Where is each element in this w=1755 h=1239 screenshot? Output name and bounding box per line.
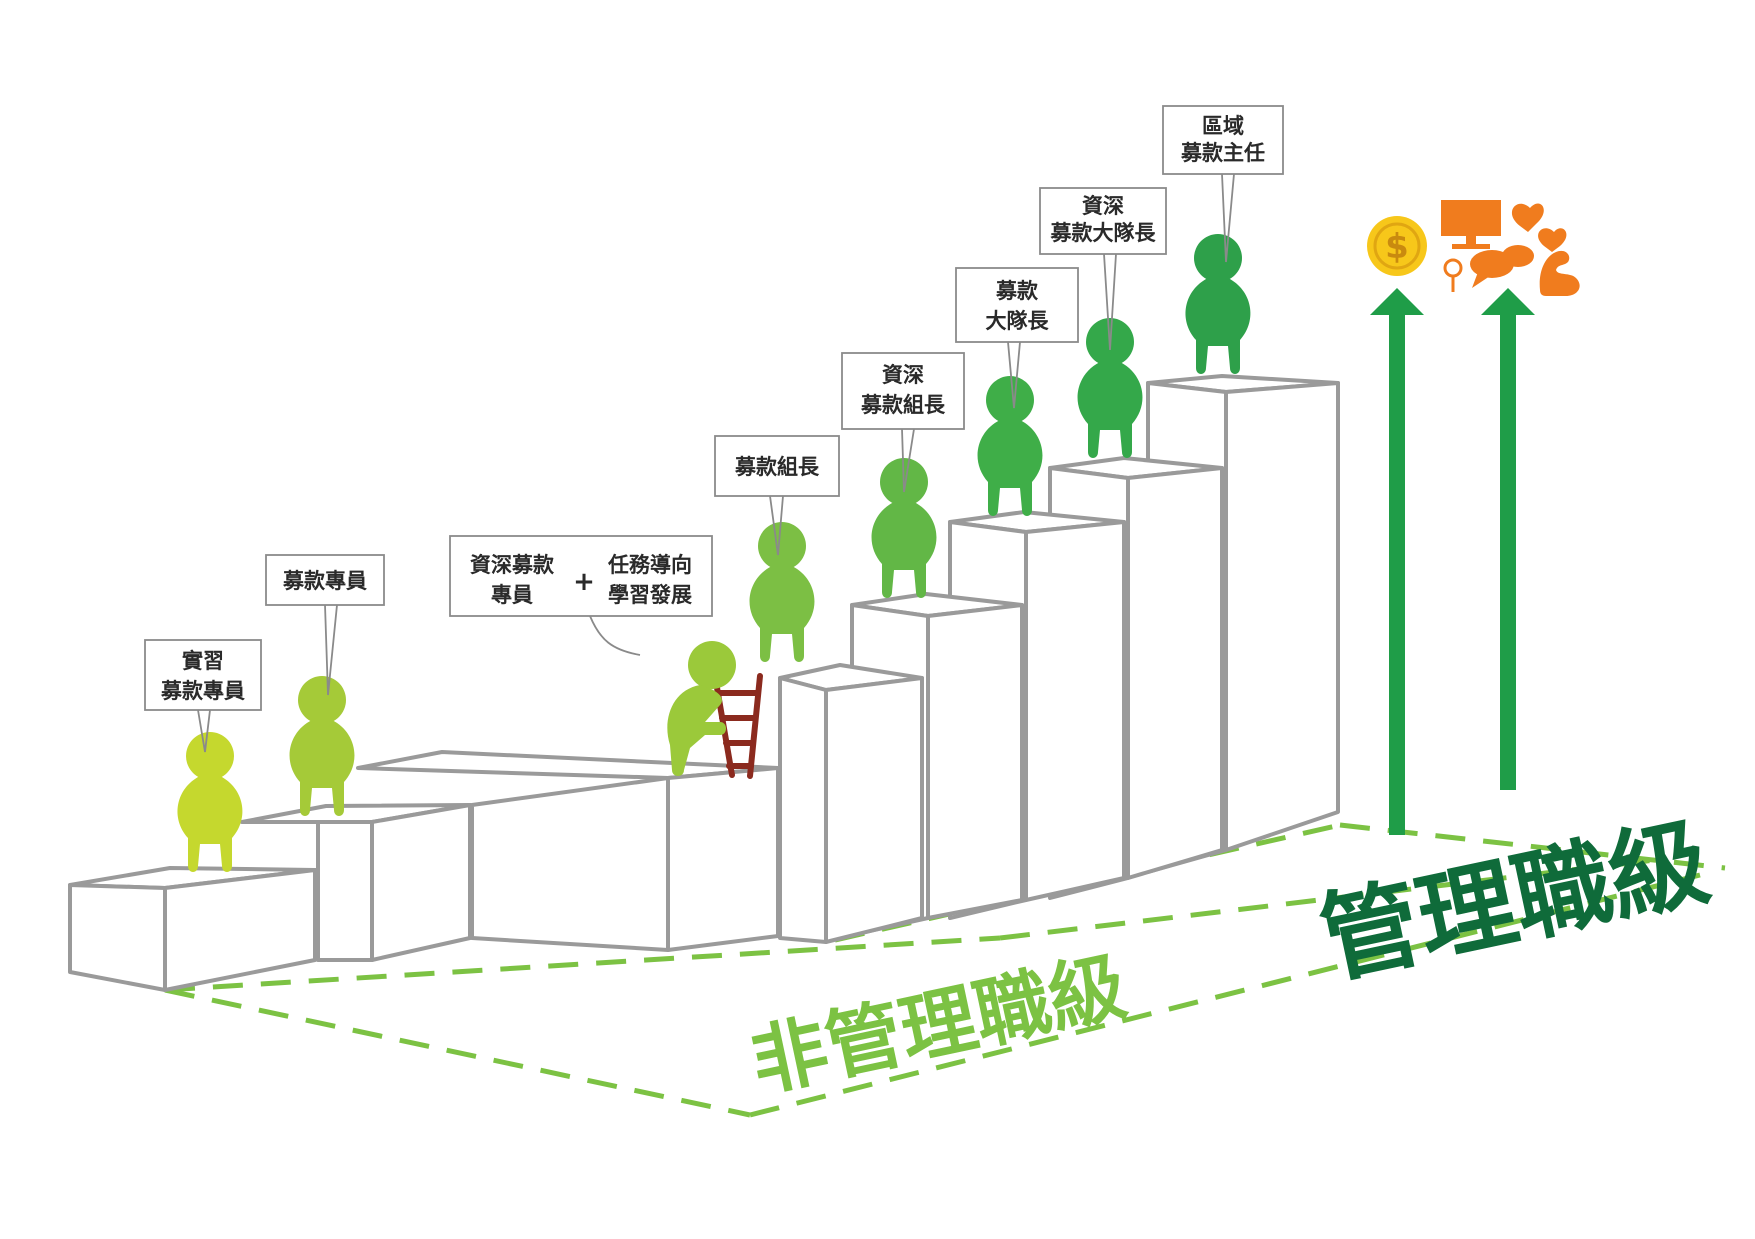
bubble-line: 募款專員 bbox=[160, 679, 245, 703]
bubble-line: 募款專員 bbox=[282, 569, 367, 593]
bubble-team-leader: 募款組長 bbox=[714, 435, 840, 556]
hearts-icon bbox=[1511, 203, 1567, 252]
bubble-line: 資深募款 bbox=[470, 553, 555, 577]
person-figure-climbing bbox=[667, 641, 736, 776]
bubble-senior-brigade-leader: 資深 募款大隊長 bbox=[1039, 187, 1167, 351]
bubble-line: 募款大隊長 bbox=[1050, 221, 1157, 245]
bubble-line: 募款組長 bbox=[734, 455, 820, 479]
bubble-line: 資深 bbox=[882, 363, 924, 387]
bubble-line: 募款 bbox=[995, 279, 1039, 303]
person-figure-8 bbox=[1185, 234, 1251, 374]
up-arrow-salary bbox=[1370, 288, 1424, 835]
bubble-fundraiser: 募款專員 bbox=[265, 554, 385, 696]
dollar-coin-icon: $ bbox=[1367, 216, 1427, 276]
bubble-line: 募款組長 bbox=[860, 393, 946, 417]
bubble-line: 學習發展 bbox=[608, 583, 692, 607]
bubble-line: 大隊長 bbox=[986, 309, 1050, 333]
magnifier-icon bbox=[1443, 258, 1463, 292]
bubble-brigade-leader: 募款 大隊長 bbox=[955, 267, 1079, 409]
person-figure-6 bbox=[977, 376, 1043, 516]
person-figure-2 bbox=[289, 676, 355, 816]
bubble-intern-fundraiser: 實習 募款專員 bbox=[144, 639, 262, 753]
management-label: 管理職級 bbox=[1311, 805, 1718, 998]
chat-bubbles-icon bbox=[1470, 245, 1534, 288]
bubble-line: 任務導向 bbox=[607, 553, 692, 577]
bubble-senior-team-leader: 資深 募款組長 bbox=[841, 352, 965, 493]
bubble-line: 資深 bbox=[1082, 194, 1124, 218]
growth-arrows bbox=[1370, 288, 1535, 835]
title-bubbles: 實習 募款專員 募款專員 資深募款 專員 + 任務導向 學習發展 募款組長 bbox=[144, 105, 1284, 753]
bubble-senior-fundraiser: 資深募款 專員 + 任務導向 學習發展 bbox=[449, 535, 713, 656]
person-figure-1 bbox=[177, 732, 243, 872]
bubble-line: 募款主任 bbox=[1180, 141, 1265, 165]
plus-sign: + bbox=[573, 567, 595, 597]
bubble-line: 專員 bbox=[491, 583, 533, 607]
bubble-line: 實習 bbox=[182, 649, 224, 673]
figures bbox=[177, 234, 1251, 872]
monitor-icon bbox=[1441, 200, 1501, 249]
bubble-line: 區域 bbox=[1202, 114, 1244, 138]
step-blocks bbox=[68, 374, 1340, 992]
svg-text:$: $ bbox=[1385, 227, 1409, 267]
bubble-regional-director: 區域 募款主任 bbox=[1162, 105, 1284, 263]
up-arrow-skills bbox=[1481, 288, 1535, 790]
person-figure-4 bbox=[749, 522, 815, 662]
strong-arm-icon bbox=[1539, 250, 1580, 296]
non-management-label: 非管理職級 bbox=[743, 942, 1133, 1108]
